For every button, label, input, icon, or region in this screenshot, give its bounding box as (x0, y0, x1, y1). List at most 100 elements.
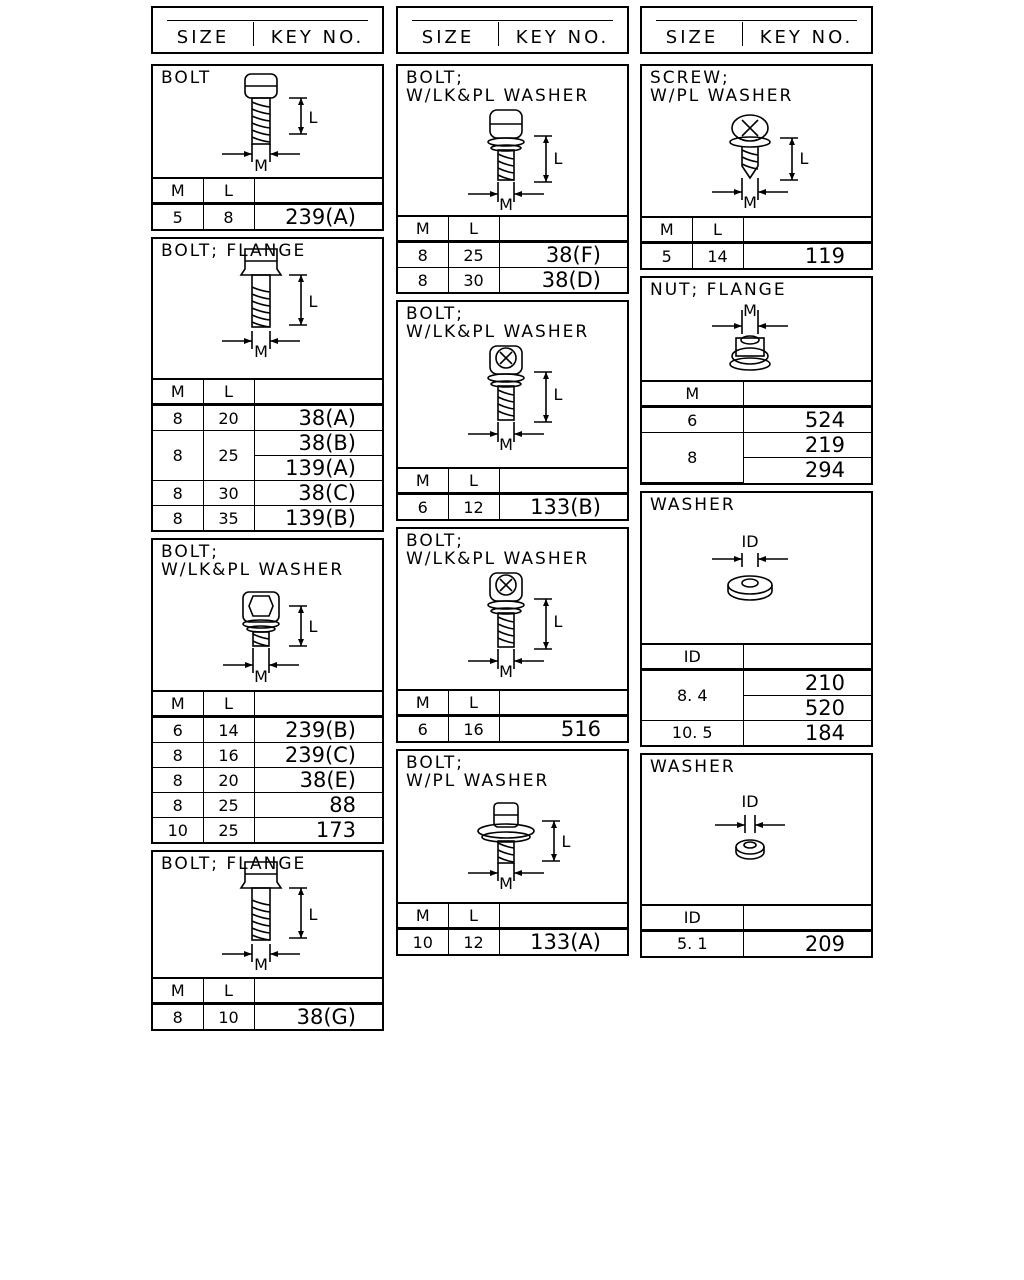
column-header-blank (253, 179, 382, 205)
table-header-row: ID (642, 905, 871, 932)
part-illustration: M NUT; FLANGE (642, 278, 871, 382)
key-number: 38(D) (498, 267, 627, 292)
column-header-blank (253, 380, 382, 406)
part-title: WASHER (650, 756, 736, 777)
svg-text:ID: ID (741, 792, 758, 811)
key-number: 38(A) (253, 404, 382, 431)
l-value: 25 (202, 817, 255, 842)
column-header: L (447, 904, 500, 930)
key-number: 119 (742, 242, 871, 268)
svg-text:M: M (499, 195, 513, 214)
column-header: M (153, 692, 204, 718)
l-value: 8 (202, 203, 255, 229)
m-value: 8 (642, 432, 744, 483)
column-header-blank (742, 644, 871, 671)
part-illustration: ID WASHER (642, 755, 871, 906)
m-value: 5 (642, 242, 693, 268)
column-header-blank (742, 382, 871, 408)
column-header: L (447, 469, 500, 495)
part-title: BOLT (161, 68, 212, 88)
m-value: 8 (153, 792, 204, 818)
svg-text:L: L (309, 292, 318, 311)
table-row: 294 (642, 457, 871, 482)
part-illustration: L M BOLT; W/LK&PL WASHER (153, 540, 382, 692)
m-value: 8 (153, 430, 204, 481)
key-number: 38(C) (253, 480, 382, 506)
m-value: 6 (398, 493, 449, 519)
m-value: 6 (642, 406, 744, 433)
svg-text:L: L (309, 617, 318, 636)
column-header: L (202, 692, 255, 718)
part-illustration: L M BOLT; W/PL WASHER (398, 751, 627, 904)
fastener-figure: M (712, 301, 788, 371)
part-title: WASHER (650, 494, 736, 515)
fastener-figure: L M (468, 802, 571, 893)
svg-text:M: M (254, 667, 268, 686)
svg-text:L: L (554, 385, 563, 404)
key-number: 139(A) (254, 455, 382, 481)
key-number: 88 (253, 792, 382, 818)
key-number: 294 (743, 457, 871, 482)
size-key-header: SIZE KEY NO. (396, 6, 629, 54)
svg-text:M: M (499, 662, 513, 681)
column-header: L (447, 217, 500, 243)
m-value: 5 (153, 203, 204, 229)
key-number: 38(E) (253, 767, 382, 793)
column-header: L (202, 979, 255, 1005)
column-header-blank (498, 904, 627, 930)
key-number: 239(C) (253, 742, 382, 768)
part-illustration: L M BOLT; FLANGE (153, 239, 382, 380)
column-header: M (398, 217, 449, 243)
column-header-blank (742, 905, 871, 932)
key-number: 209 (742, 929, 871, 956)
column-header-blank (742, 218, 871, 244)
table-row: 139(A) (153, 455, 382, 481)
part-illustration: L M BOLT; W/LK&PL WASHER (398, 529, 627, 691)
m-value: 8 (398, 241, 449, 268)
svg-text:L: L (309, 905, 318, 924)
column-header: L (202, 179, 255, 205)
l-value: 12 (447, 928, 500, 954)
m-value: 8 (153, 480, 204, 506)
m-value: 8 (153, 404, 204, 431)
part-illustration: L M BOLT (153, 66, 382, 179)
key-no-label: KEY NO. (759, 27, 854, 48)
svg-text:L: L (309, 108, 318, 127)
key-number: 524 (742, 406, 871, 433)
key-number: 139(B) (253, 505, 382, 530)
svg-text:M: M (254, 955, 268, 974)
l-value: 25 (202, 430, 255, 481)
part-title: NUT; FLANGE (650, 280, 787, 300)
m-value: 8. 4 (642, 668, 744, 721)
svg-text:M: M (743, 301, 757, 320)
part-title: BOLT; W/LK&PL WASHER (406, 531, 590, 569)
column-header: M (642, 218, 693, 244)
part-title: BOLT; W/PL WASHER (406, 753, 550, 791)
fastener-figure: ID (712, 532, 788, 601)
l-value: 14 (202, 716, 255, 743)
part-illustration: L M BOLT; FLANGE (153, 852, 382, 979)
column-header: M (642, 382, 744, 408)
column-header: M (153, 979, 204, 1005)
